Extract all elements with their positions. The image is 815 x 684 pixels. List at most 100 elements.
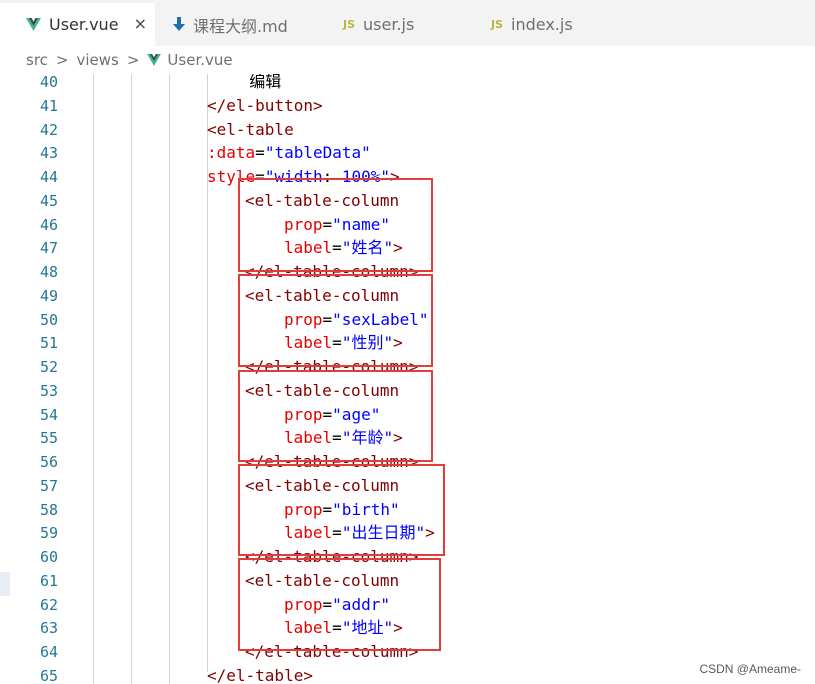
code-token-str: 100%"	[341, 167, 391, 186]
chevron-right-icon: >	[55, 51, 69, 69]
code-token-plain: =	[322, 214, 333, 234]
markdown-download-icon	[173, 17, 185, 32]
code-line[interactable]: 41</el-button>	[0, 94, 815, 118]
code-token-attr: :data	[207, 143, 256, 163]
code-token-tag: <el-table-column	[245, 570, 400, 590]
line-number: 43	[39, 144, 58, 163]
code-token-tag: <el-table-column	[245, 475, 400, 495]
code-text: <el-table-column	[245, 569, 399, 593]
code-token-attr: prop	[284, 499, 323, 519]
code-token-str: "width	[264, 167, 323, 186]
breadcrumb: src > views > User.vue	[0, 46, 815, 74]
code-token-str: "age"	[332, 404, 381, 424]
tab-user-vue[interactable]: User.vue ×	[0, 3, 155, 46]
tab-user-js[interactable]: JS user.js	[325, 3, 473, 46]
code-token-attr: label	[284, 428, 333, 448]
watermark: CSDN @Ameame-	[699, 662, 801, 676]
code-text: <el-table-column	[245, 284, 399, 308]
highlight-box	[238, 558, 441, 651]
code-token-tag: >	[393, 238, 403, 258]
line-number: 60	[39, 548, 58, 566]
code-text: prop="age"	[284, 403, 380, 427]
code-token-str: "name"	[332, 214, 390, 234]
code-token-tag: <el-table-column	[245, 285, 400, 305]
code-line[interactable]: 43 :data="tableData"	[0, 141, 815, 165]
code-token-attr: label	[284, 333, 333, 353]
code-token-str: "性别"	[341, 333, 394, 353]
breadcrumb-item-views[interactable]: views	[76, 51, 119, 69]
code-text: </el-button>	[207, 94, 323, 118]
code-line[interactable]: 46 prop="name"	[0, 213, 815, 237]
code-token-plain: :	[322, 167, 342, 186]
code-text: <el-table-column	[245, 189, 399, 213]
code-token-attr: prop	[284, 214, 323, 234]
indent-guide	[131, 74, 132, 684]
line-number: 52	[39, 358, 58, 376]
code-line[interactable]: 61 <el-table-column	[0, 569, 815, 593]
code-line[interactable]: 53<el-table-column	[0, 379, 815, 403]
code-token-str: "姓名"	[341, 238, 394, 258]
breadcrumb-item-src[interactable]: src	[26, 51, 48, 69]
js-icon: JS	[491, 18, 504, 31]
line-number: 46	[39, 215, 58, 234]
code-token-str: "地址"	[341, 618, 394, 638]
code-text: <el-table-column	[245, 474, 399, 498]
line-number: 47	[39, 239, 58, 258]
code-text: label="年龄">	[284, 426, 403, 450]
line-number: 53	[39, 381, 58, 400]
code-line[interactable]: 40 编辑	[0, 74, 815, 94]
code-token-str: "tableData"	[264, 143, 371, 163]
code-token-plain: 编辑	[230, 74, 282, 91]
code-token-tag: </el-table-column>	[245, 642, 419, 661]
code-text: </el-table>	[207, 664, 313, 684]
code-token-tag: >	[393, 428, 403, 448]
line-number: 44	[39, 168, 58, 186]
code-token-tag: <el-table-column	[245, 190, 400, 210]
code-token-plain: =	[332, 523, 342, 543]
code-token-tag: </el-table-column>	[245, 547, 419, 566]
code-text: label="姓名">	[284, 236, 403, 260]
code-text: label="性别">	[284, 331, 403, 355]
tab-index-js[interactable]: JS index.js	[473, 3, 623, 46]
code-token-attr: prop	[284, 309, 323, 329]
code-token-attr: style	[207, 167, 256, 186]
breadcrumb-item-file[interactable]: User.vue	[167, 51, 233, 69]
code-text: prop="birth"	[284, 498, 400, 522]
code-token-tag: <el-table	[207, 119, 294, 139]
indent-guide	[169, 74, 170, 684]
vue-icon	[26, 18, 41, 31]
tab-course-outline-md[interactable]: 课程大纲.md	[155, 3, 325, 46]
code-line[interactable]: 42<el-table	[0, 118, 815, 142]
code-token-str: "年龄"	[341, 428, 394, 448]
code-line[interactable]: 49<el-table-column	[0, 284, 815, 308]
code-token-plain: =	[255, 143, 265, 163]
close-icon[interactable]: ×	[133, 14, 147, 33]
code-text: </el-table-column>	[245, 545, 418, 569]
code-token-attr: label	[284, 618, 333, 638]
code-line[interactable]: 47 label="姓名">	[0, 236, 815, 260]
code-line[interactable]: 60 </el-table-column>	[0, 545, 815, 569]
line-number: 61	[39, 571, 58, 590]
code-token-plain: =	[322, 594, 333, 614]
code-token-str: "出生日期"	[341, 523, 426, 543]
code-line[interactable]: 65</el-table>	[0, 664, 815, 684]
tab-label: index.js	[511, 15, 573, 34]
line-number: 62	[39, 595, 58, 614]
code-token-tag: >	[393, 333, 403, 353]
line-number: 63	[39, 619, 58, 638]
code-line[interactable]: 57<el-table-column	[0, 474, 815, 498]
code-token-attr: label	[284, 523, 333, 543]
code-line[interactable]: 64</el-table-column>	[0, 640, 815, 664]
code-line[interactable]: 45<el-table-column	[0, 189, 815, 213]
code-token-plain: =	[322, 404, 333, 424]
